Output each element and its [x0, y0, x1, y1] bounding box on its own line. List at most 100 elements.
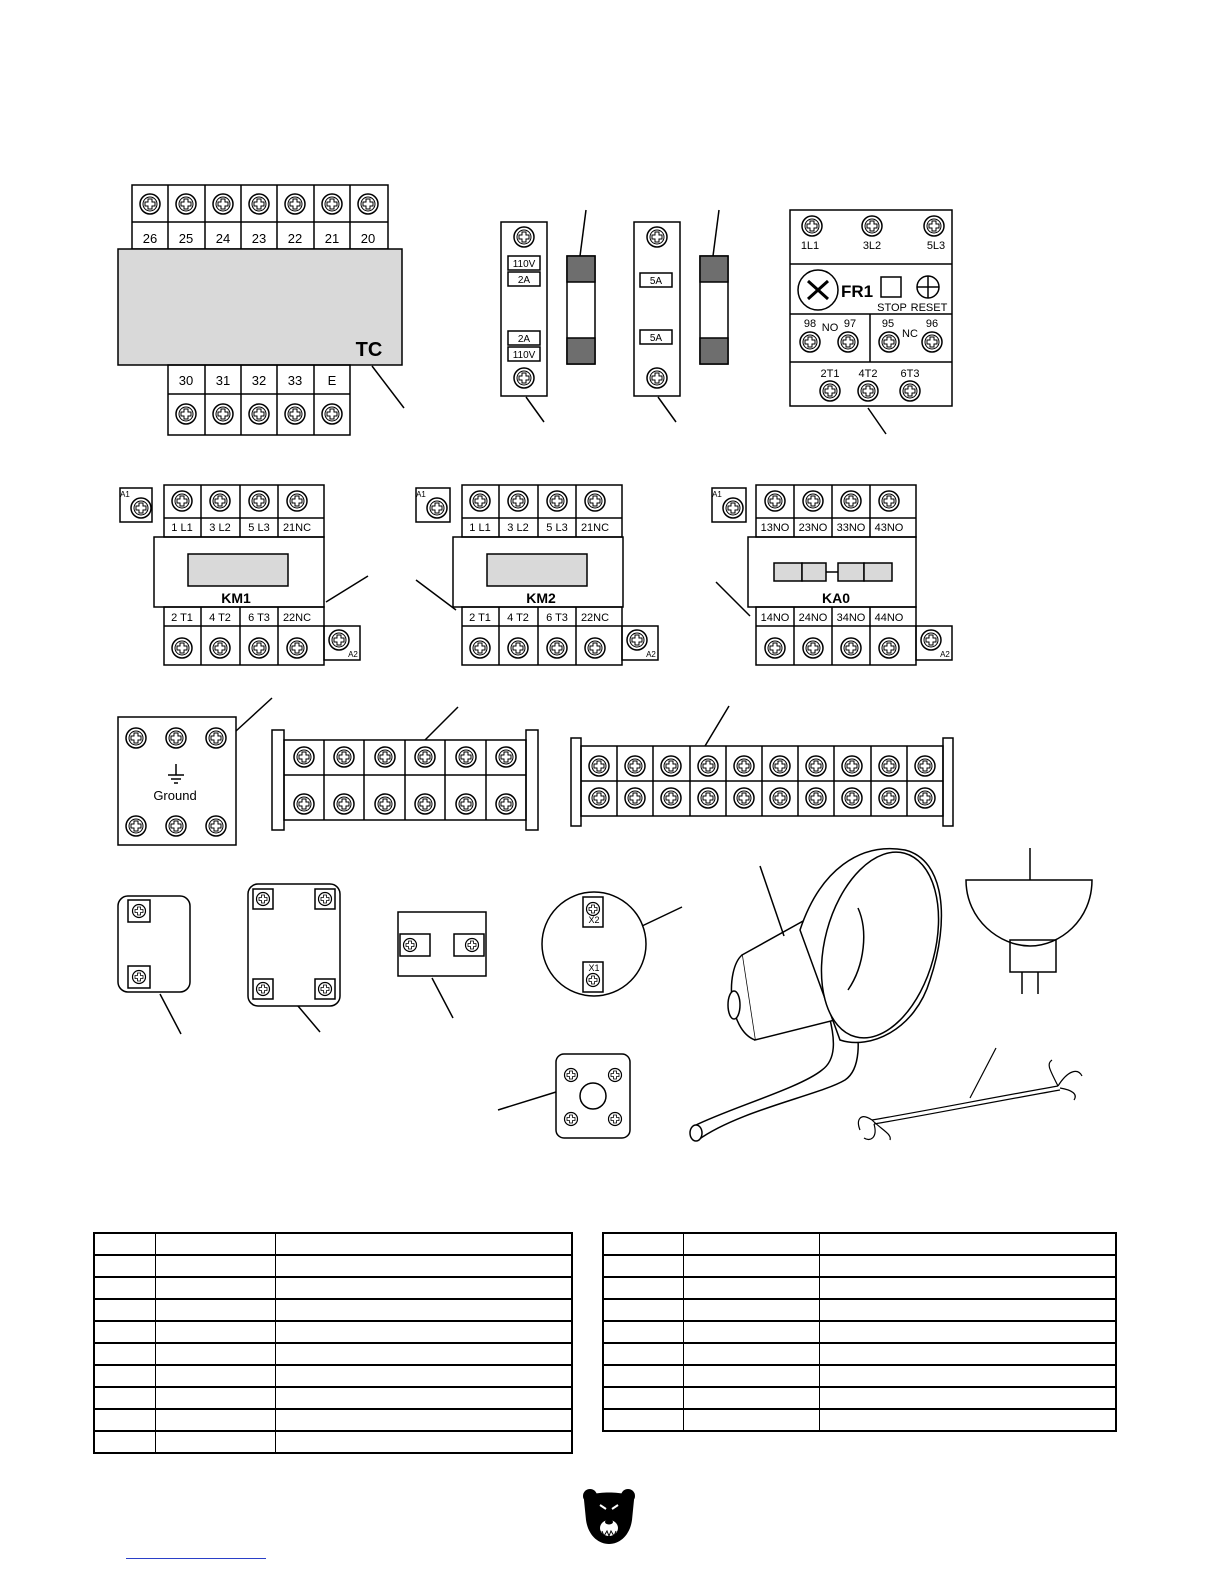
table-cell — [154, 1276, 276, 1300]
table-cell — [602, 1386, 684, 1410]
km2-top-3: 5 L3 — [546, 522, 567, 534]
ka0-bottom-3: 34NO — [837, 612, 866, 624]
km1-top-3: 5 L3 — [248, 522, 269, 534]
km1-bottom-3: 6 T3 — [248, 612, 270, 624]
km2-a2: A2 — [646, 650, 656, 659]
ground-label: Ground — [153, 788, 196, 803]
tc-top-21: 21 — [325, 231, 339, 246]
table-row — [602, 1408, 1117, 1432]
table-row — [93, 1276, 573, 1300]
table-cell — [682, 1320, 820, 1344]
footer-link[interactable] — [126, 1558, 266, 1559]
fr1-4t2: 4T2 — [859, 368, 878, 380]
fr1-97: 97 — [844, 318, 856, 330]
table-cell — [274, 1386, 573, 1410]
table-row — [93, 1298, 573, 1322]
km1-top-2: 3 L2 — [209, 522, 230, 534]
ka0-bottom-4: 44NO — [875, 612, 904, 624]
table-row — [602, 1254, 1117, 1278]
table-row — [602, 1386, 1117, 1410]
table-row — [93, 1386, 573, 1410]
table-cell — [602, 1298, 684, 1322]
table-cell — [154, 1320, 276, 1344]
table-cell — [154, 1364, 276, 1388]
ka0-a2: A2 — [940, 650, 950, 659]
table-cell — [274, 1320, 573, 1344]
fuse2-top-amps: 5A — [650, 276, 663, 287]
fr1-6t3: 6T3 — [901, 368, 920, 380]
table-cell — [602, 1276, 684, 1300]
ka0-top-1: 13NO — [761, 522, 790, 534]
fr1-96: 96 — [926, 318, 938, 330]
km1-bottom-4: 22NC — [283, 612, 311, 624]
table-row — [93, 1408, 573, 1432]
km1-a1: A1 — [120, 490, 130, 499]
ka0-bottom-1: 14NO — [761, 612, 790, 624]
table-cell — [154, 1386, 276, 1410]
bear-logo — [583, 1489, 635, 1544]
table-cell — [93, 1364, 156, 1388]
km2-bottom-2: 4 T2 — [507, 612, 529, 624]
table-row — [602, 1276, 1117, 1300]
table-cell — [682, 1386, 820, 1410]
fr1-5l3: 5L3 — [927, 240, 945, 252]
left-parts-table — [93, 1232, 573, 1454]
table-cell — [154, 1254, 276, 1278]
table-cell — [93, 1254, 156, 1278]
table-cell — [602, 1254, 684, 1278]
table-cell — [818, 1298, 1117, 1322]
table-cell — [93, 1408, 156, 1432]
transformer-tc — [117, 184, 405, 436]
fuse-cartridge-2a — [566, 209, 596, 365]
overload-relay-fr1 — [789, 209, 953, 435]
table-cell — [154, 1430, 276, 1454]
km1-bottom-1: 2 T1 — [171, 612, 193, 624]
table-cell — [602, 1408, 684, 1432]
terminal-strip-6 — [271, 706, 539, 831]
fr1-no-label: NO — [822, 322, 839, 334]
contactor-km1 — [119, 484, 369, 666]
table-cell — [93, 1276, 156, 1300]
ka0-top-3: 33NO — [837, 522, 866, 534]
table-cell — [818, 1408, 1117, 1432]
work-lamp — [689, 848, 943, 1142]
table-cell — [818, 1276, 1117, 1300]
ka0-top-4: 43NO — [875, 522, 904, 534]
fuse-cartridge-5a — [699, 209, 729, 365]
km2-top-1: 1 L1 — [469, 522, 490, 534]
table-cell — [818, 1320, 1117, 1344]
km2-bottom-3: 6 T3 — [546, 612, 568, 624]
lamp-holder-x2: X2 — [588, 915, 599, 925]
table-row — [93, 1320, 573, 1344]
right-parts-table — [602, 1232, 1117, 1432]
terminal-strip-10 — [570, 705, 954, 827]
table-row — [93, 1254, 573, 1278]
table-row — [93, 1342, 573, 1366]
km1-label: KM1 — [221, 590, 251, 606]
fuse1-bottom-amps: 2A — [518, 334, 531, 345]
fuse-holder-2a — [500, 221, 548, 423]
fuse1-bottom-voltage: 110V — [513, 350, 536, 361]
table-row — [602, 1320, 1117, 1344]
table-cell — [274, 1430, 573, 1454]
table-cell — [818, 1386, 1117, 1410]
fr1-stop-label: STOP — [877, 302, 907, 314]
ka0-label: KA0 — [822, 590, 850, 606]
fr1-1l1: 1L1 — [801, 240, 819, 252]
km2-bottom-1: 2 T1 — [469, 612, 491, 624]
fr1-98: 98 — [804, 318, 816, 330]
square-socket-base — [497, 1053, 631, 1139]
tc-top-25: 25 — [179, 231, 193, 246]
tc-bottom-32: 32 — [252, 373, 266, 388]
switch-body-2-terminal — [117, 895, 191, 1035]
switch-body-4-terminal — [247, 883, 341, 1033]
round-lamp-holder — [541, 891, 683, 997]
km2-top-2: 3 L2 — [507, 522, 528, 534]
table-cell — [274, 1408, 573, 1432]
tc-bottom-30: 30 — [179, 373, 193, 388]
table-cell — [154, 1342, 276, 1366]
table-cell — [93, 1386, 156, 1410]
table-cell — [93, 1342, 156, 1366]
table-row — [93, 1364, 573, 1388]
table-cell — [274, 1254, 573, 1278]
